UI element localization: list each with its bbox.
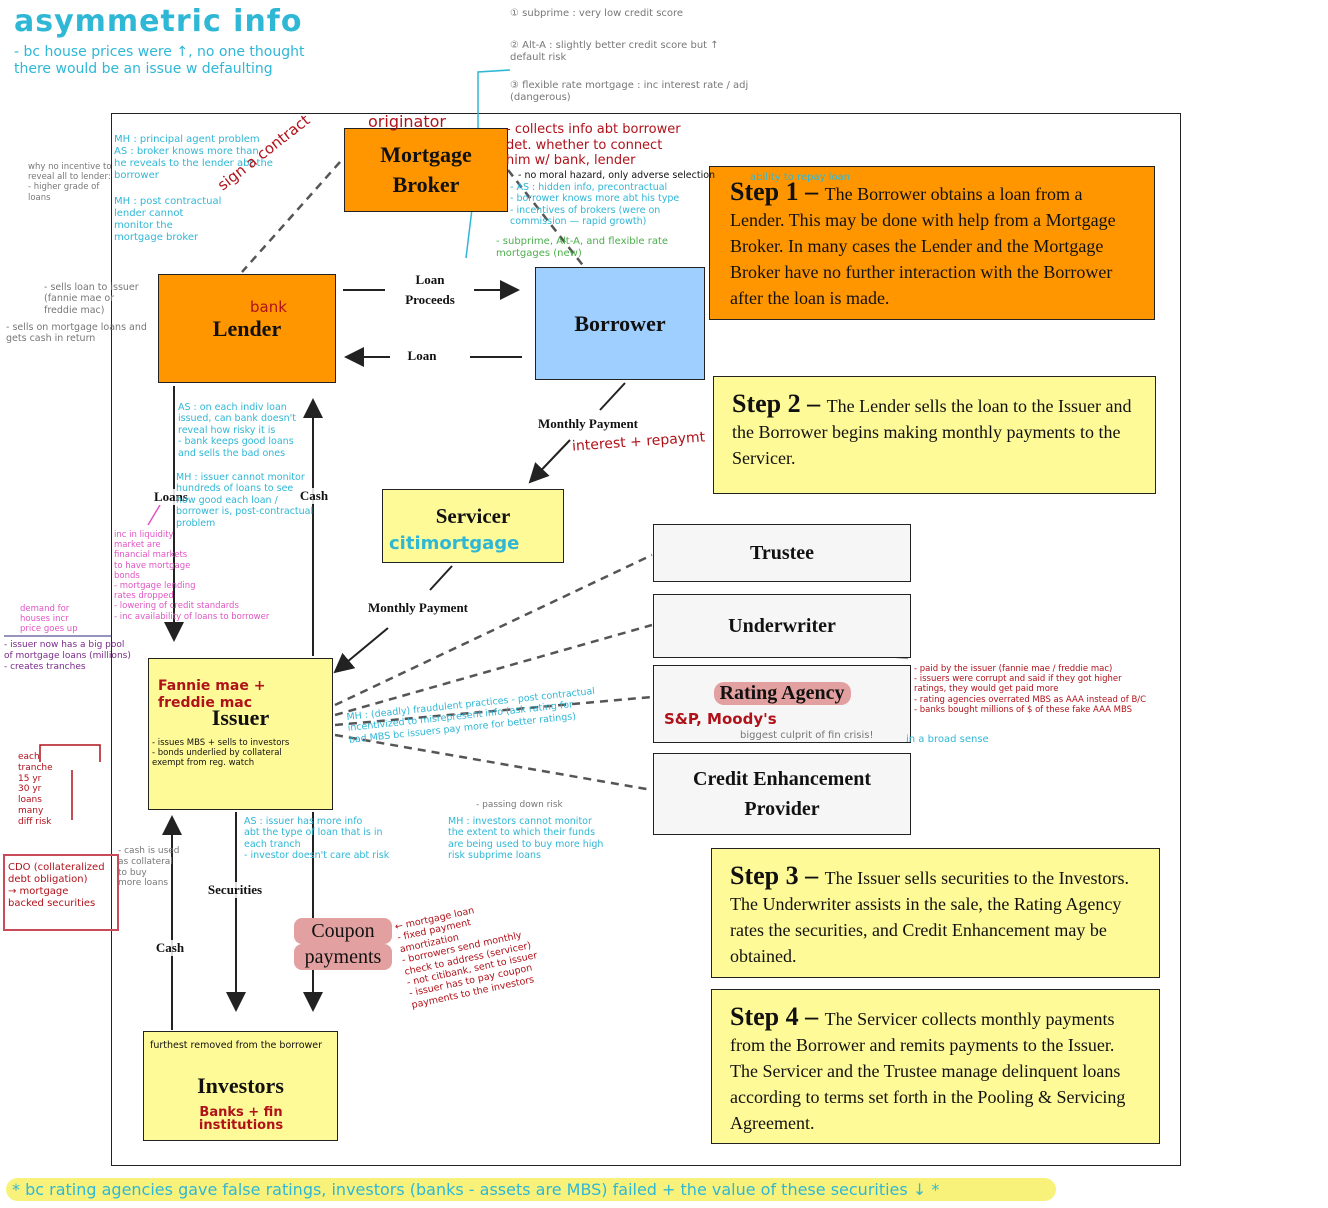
note-as-hidden: - AS : hidden info, precontractual - bor… — [510, 182, 680, 228]
note-liquidity: inc in liquidity market are financial ma… — [114, 530, 270, 622]
coupon-line-2: payments — [294, 944, 392, 970]
step-1-box: Step 1 – The Borrower obtains a loan fro… — [709, 166, 1155, 320]
broker-line-1: Mortgage — [380, 142, 472, 167]
lender-label: Lender — [212, 315, 282, 341]
note-as-issuer: AS : issuer has more info abt the type o… — [244, 816, 390, 862]
note-issuer-pool: - issuer now has a big pool of mortgage … — [4, 640, 131, 672]
issuer-label: Issuer — [211, 705, 270, 730]
step-1-number: Step 1 — [730, 177, 799, 206]
coupon-line-1: Coupon — [294, 918, 392, 944]
step-1-text: The Borrower obtains a loan from a Lende… — [730, 184, 1116, 308]
note-mh-investors: MH : investors cannot monitor the extent… — [448, 816, 604, 862]
note-fannie-freddie: Fannie mae + freddie mac — [158, 678, 266, 711]
note-sells-loan: - sells loan to issuer (fannie mae or fr… — [44, 282, 139, 316]
note-broad-sense: in a broad sense — [906, 734, 989, 745]
step-3-number: Step 3 — [730, 861, 799, 890]
step-3-dash: – — [798, 861, 825, 890]
underwriter-box: Underwriter — [653, 594, 911, 658]
mortgage-broker-box: Mortgage Broker — [344, 128, 508, 212]
step-1-dash: – — [798, 177, 825, 206]
note-citimortgage: citimortgage — [389, 533, 520, 554]
diagram-frame — [111, 113, 1181, 1166]
note-demand-houses: demand for houses incr price goes up — [20, 604, 78, 635]
step-2-box: Step 2 – The Lender sells the loan to th… — [713, 376, 1156, 494]
lender-box: Lender — [158, 274, 336, 383]
step-2-text: The Lender sells the loan to the Issuer … — [732, 396, 1132, 468]
trustee-label: Trustee — [749, 541, 815, 564]
note-no-moral-hazard: - no moral hazard, only adverse selectio… — [518, 170, 716, 181]
loan-label: Loan — [398, 348, 446, 364]
step-4-number: Step 4 — [730, 1002, 799, 1031]
note-collects-info: - collects info abt borrower det. whethe… — [506, 122, 681, 169]
borrower-box: Borrower — [535, 267, 705, 380]
coupon-payments-label: Coupon payments — [294, 918, 392, 970]
investors-box: Investors — [143, 1031, 338, 1141]
note-banks-fin: Banks + fin institutions — [198, 1105, 284, 1133]
note-mh-issuer: MH : issuer cannot monitor hundreds of l… — [176, 472, 314, 529]
note-biggest-culprit: biggest culprit of fin crisis! — [740, 730, 874, 741]
rating-agency-box: Rating Agency — [653, 665, 911, 743]
rating-agency-label: Rating Agency — [713, 682, 851, 705]
note-sells-mortgage: - sells on mortgage loans and gets cash … — [6, 322, 147, 345]
step-4-dash: – — [798, 1002, 825, 1031]
borrower-label: Borrower — [574, 310, 666, 336]
credit-line-2: Provider — [744, 798, 820, 820]
note-alt-a: ② Alt-A : slightly better credit score b… — [510, 40, 719, 63]
step-2-number: Step 2 — [732, 389, 801, 418]
underwriter-label: Underwriter — [728, 614, 836, 637]
note-cdo: CDO (collateralized debt obligation) → m… — [8, 862, 105, 909]
cash-left-label: Cash — [150, 940, 190, 956]
issuer-box: Issuer — [148, 658, 333, 810]
monthly-payment-label-2: Monthly Payment — [350, 600, 486, 616]
note-passing-risk: - passing down risk — [476, 800, 563, 810]
credit-line-1: Credit Enhancement — [693, 768, 871, 790]
broker-line-2: Broker — [392, 172, 460, 197]
note-mh-contract: MH : post contractual lender cannot moni… — [114, 196, 222, 243]
intro-note: - bc house prices were ↑, no one thought… — [14, 44, 305, 77]
note-bank: bank — [250, 298, 287, 316]
note-subprime: ① subprime : very low credit score — [510, 8, 684, 19]
note-why-no-incentive: why no incentive to reveal all to lender… — [28, 162, 112, 203]
monthly-payment-label-1: Monthly Payment — [520, 416, 656, 432]
loans-label: Loans — [150, 489, 192, 505]
loan-proceeds-label: Loan Proceeds — [390, 270, 470, 310]
step-3-box: Step 3 – The Issuer sells securities to … — [711, 848, 1160, 978]
loan-proceeds-line-2: Proceeds — [405, 292, 455, 307]
investors-label: Investors — [197, 1073, 284, 1098]
note-furthest-removed: furthest removed from the borrower — [150, 1040, 323, 1051]
credit-enhancement-box: Credit Enhancement Provider — [653, 753, 911, 835]
note-sp-moodys: S&P, Moody's — [664, 710, 777, 728]
note-cash-collateral: - cash is used as collateral to buy more… — [118, 846, 180, 889]
servicer-box: Servicer — [382, 489, 564, 563]
note-as-each-loan: AS : on each indiv loan issued, can bank… — [178, 402, 296, 459]
step-2-dash: – — [800, 389, 827, 418]
note-tranches: each tranche 15 yr 30 yr loans many diff… — [18, 752, 53, 827]
note-principal-agent: MH : principal agent problem AS : broker… — [114, 134, 273, 181]
footer-note: * bc rating agencies gave false ratings,… — [6, 1178, 1056, 1202]
trustee-box: Trustee — [653, 524, 911, 582]
servicer-label: Servicer — [435, 504, 511, 528]
loan-proceeds-line-1: Loan — [415, 272, 445, 287]
note-issues-mbs: - issues MBS + sells to investors - bond… — [152, 738, 290, 769]
note-originator: originator — [368, 112, 446, 131]
note-ability-repay: ability to repay loan — [750, 172, 851, 183]
note-paid-by-issuer: - paid by the issuer (fannie mae / fredd… — [914, 664, 1147, 715]
step-4-text: The Servicer collects monthly payments f… — [730, 1009, 1126, 1133]
step-3-text: The Issuer sells securities to the Inves… — [730, 868, 1130, 966]
note-subprime-alt: - subprime, Alt-A, and flexible rate mor… — [496, 236, 669, 259]
cash-up-label: Cash — [294, 488, 334, 504]
securities-label: Securities — [200, 882, 270, 898]
title-asymmetric-info: asymmetric info — [14, 4, 303, 39]
step-4-box: Step 4 – The Servicer collects monthly p… — [711, 989, 1160, 1144]
note-flexible-rate: ③ flexible rate mortgage : inc interest … — [510, 80, 749, 103]
